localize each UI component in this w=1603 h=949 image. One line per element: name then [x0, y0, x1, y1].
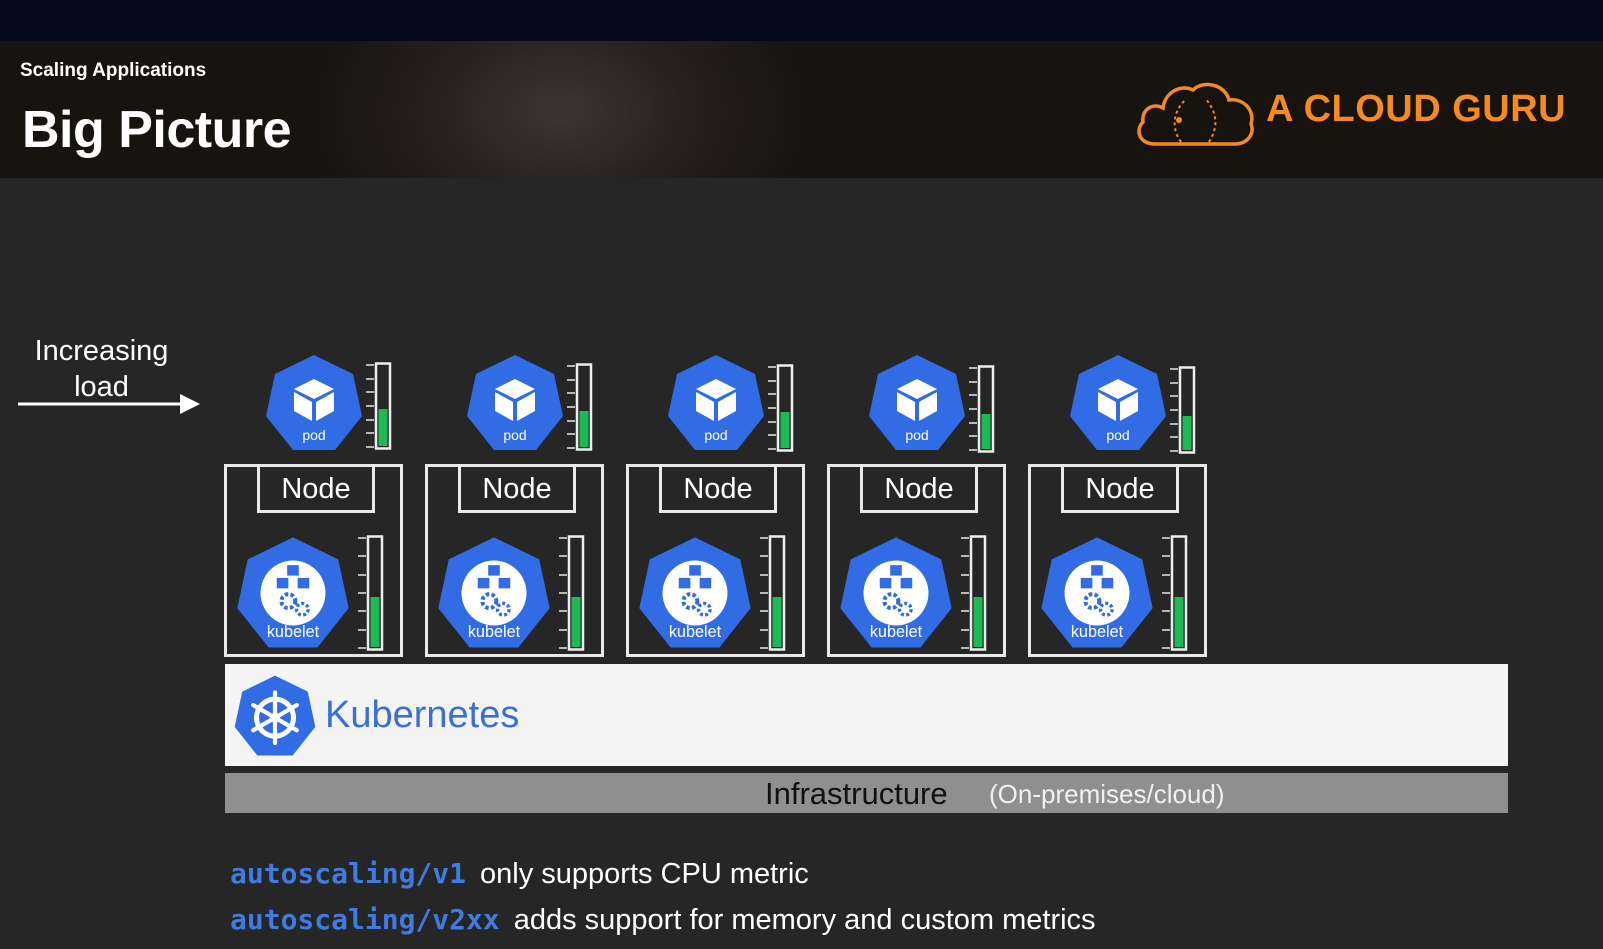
kubelet-label: kubelet: [468, 623, 521, 641]
cloud-logo-icon: [1137, 82, 1254, 146]
pod-label: pod: [503, 427, 526, 443]
slide-subtitle: Scaling Applications: [20, 60, 207, 81]
kubelet-icon: kubelet: [838, 535, 954, 651]
note-line-2: autoscaling/v2xx adds support for memory …: [230, 903, 1096, 937]
node-box: Node kubelet: [425, 464, 604, 657]
pod-label: pod: [1106, 427, 1129, 443]
pod-load-gauge: [768, 364, 794, 457]
node-box: Node kubelet: [626, 464, 805, 657]
kubelet-icon: kubelet: [436, 535, 552, 651]
node-load-gauge: [760, 535, 786, 656]
node-label: Node: [1061, 464, 1179, 513]
node-load-gauge: [358, 535, 384, 656]
pod-label: pod: [704, 427, 727, 443]
pod-icon: pod: [465, 353, 565, 453]
pod-icon: pod: [666, 353, 766, 453]
pod-load-gauge: [366, 362, 392, 455]
kubelet-label: kubelet: [267, 623, 320, 641]
kubelet-label: kubelet: [669, 623, 722, 641]
note-code-2: autoscaling/v2xx: [230, 903, 500, 936]
kubelet-icon: kubelet: [637, 535, 753, 651]
node-label: Node: [659, 464, 777, 513]
pod-label: pod: [302, 427, 325, 443]
load-label-line2: load: [74, 371, 129, 403]
note-line-1: autoscaling/v1 only supports CPU metric: [230, 857, 809, 891]
increasing-load-label: Increasing load: [20, 333, 183, 405]
pod-icon: pod: [867, 353, 967, 453]
infrastructure-bar: Infrastructure (On-premises/cloud): [225, 773, 1508, 813]
kubelet-icon: kubelet: [235, 535, 351, 651]
node-box: Node kubelet: [827, 464, 1006, 657]
note-text-1: only supports CPU metric: [480, 858, 809, 890]
kubelet-icon: kubelet: [1039, 535, 1155, 651]
load-arrow-icon: [18, 394, 200, 414]
pod-label: pod: [905, 427, 928, 443]
kubernetes-label: Kubernetes: [325, 694, 520, 736]
slide-title: Big Picture: [22, 101, 292, 159]
kubernetes-logo-icon: [234, 675, 316, 756]
kubelet-label: kubelet: [1071, 623, 1124, 641]
kubelet-label: kubelet: [870, 623, 923, 641]
pod-icon: pod: [1068, 353, 1168, 453]
slide-header: [0, 41, 1603, 178]
load-label-line1: Increasing: [34, 335, 169, 367]
kubernetes-bar: Kubernetes: [225, 664, 1508, 766]
node-box: Node kubelet: [1028, 464, 1207, 657]
node-label: Node: [257, 464, 375, 513]
node-label: Node: [860, 464, 978, 513]
note-text-2: adds support for memory and custom metri…: [513, 904, 1096, 936]
pod-load-gauge: [1170, 366, 1196, 459]
infrastructure-sub-label: (On-premises/cloud): [989, 779, 1225, 809]
top-bar: [0, 0, 1603, 41]
node-load-gauge: [961, 535, 987, 656]
node-box: Node kubelet: [224, 464, 403, 657]
pod-load-gauge: [969, 365, 995, 458]
node-load-gauge: [559, 535, 585, 656]
note-code-1: autoscaling/v1: [230, 857, 467, 890]
pod-icon: pod: [264, 353, 364, 453]
infrastructure-label: Infrastructure: [765, 776, 948, 811]
node-label: Node: [458, 464, 576, 513]
pod-load-gauge: [567, 363, 593, 456]
node-load-gauge: [1162, 535, 1188, 656]
brand-name: A CLOUD GURU: [1266, 88, 1567, 130]
